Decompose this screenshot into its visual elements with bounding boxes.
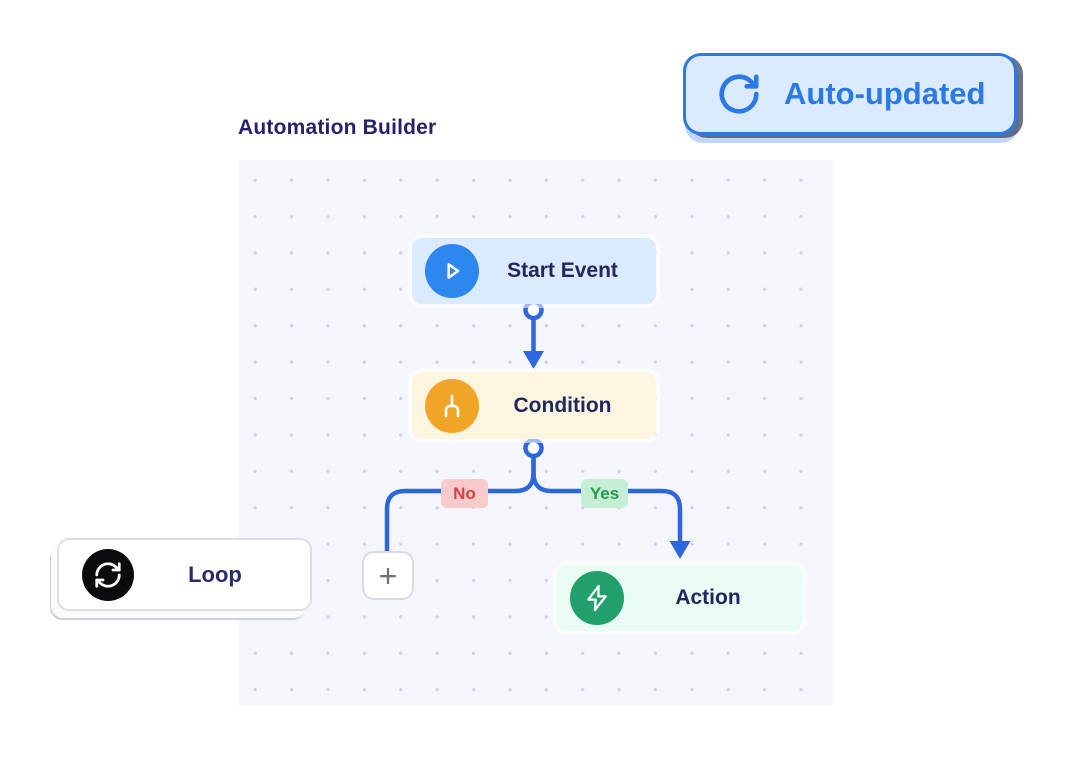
auto-updated-label: Auto-updated <box>784 76 986 111</box>
palette-item-loop[interactable]: Loop <box>57 538 312 611</box>
add-node-button[interactable]: + <box>362 551 414 600</box>
lightning-icon <box>570 571 624 625</box>
page-title: Automation Builder <box>238 116 437 139</box>
branch-label-no: No <box>441 479 488 508</box>
play-icon <box>425 244 479 298</box>
loop-icon <box>82 548 134 601</box>
refresh-icon <box>716 71 762 117</box>
node-label: Condition <box>513 393 612 417</box>
loop-label: Loop <box>188 561 242 587</box>
branch-label-yes: Yes <box>581 479 628 508</box>
node-action[interactable]: Action <box>557 565 802 631</box>
plus-icon: + <box>378 557 398 594</box>
branch-icon <box>425 378 479 433</box>
node-label: Start Event <box>507 259 618 282</box>
node-start-event[interactable]: Start Event <box>412 238 656 304</box>
node-label: Action <box>675 586 741 609</box>
node-condition[interactable]: Condition <box>412 372 656 439</box>
auto-updated-button[interactable]: Auto-updated <box>683 53 1017 135</box>
